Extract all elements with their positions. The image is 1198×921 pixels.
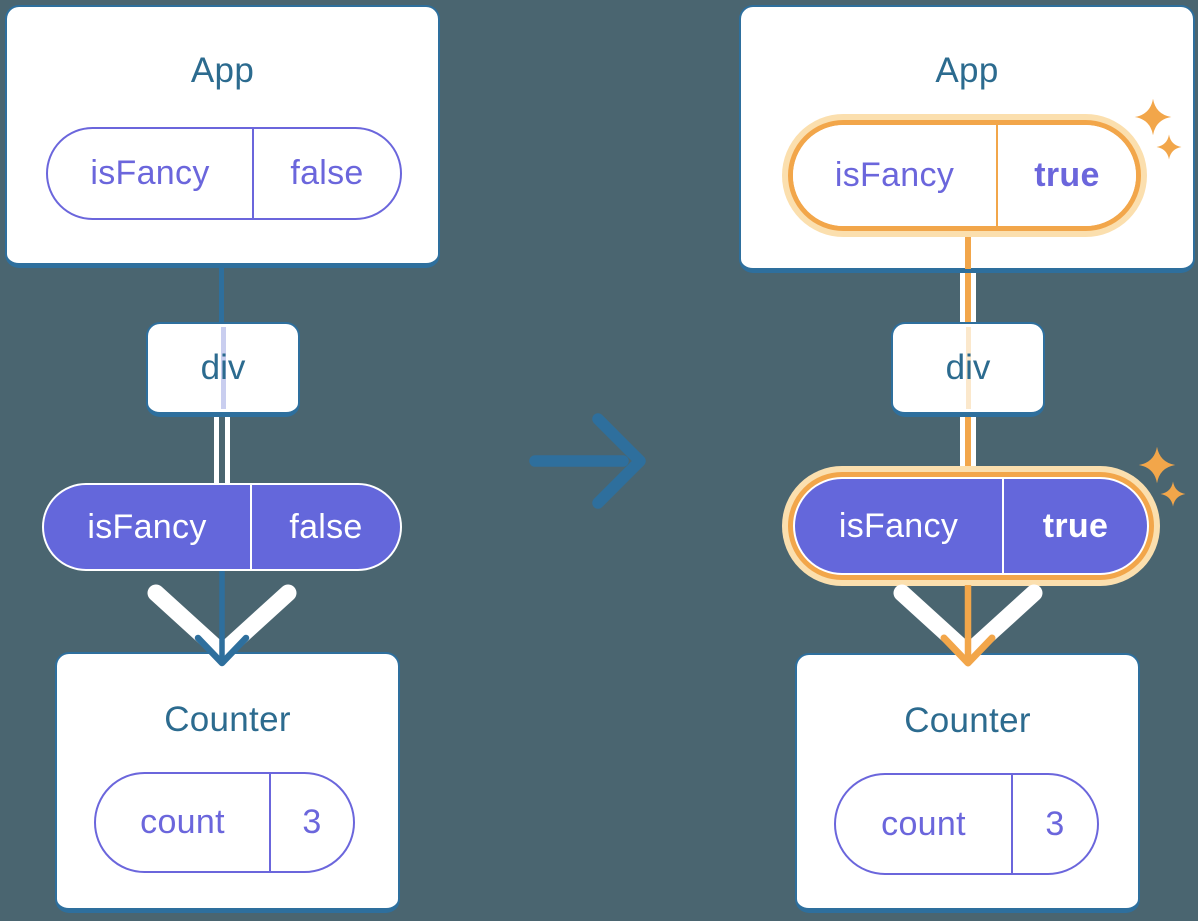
prop-name: isFancy: [90, 154, 210, 192]
counter-card: Counter count 3: [55, 652, 400, 913]
counter-card: Counter count 3: [795, 653, 1140, 913]
prop-pass-line: [965, 327, 971, 409]
component-title: Counter: [904, 701, 1031, 740]
highlight-ring: isFancy true: [782, 114, 1147, 237]
prop-value: false: [252, 129, 400, 218]
prop-flow-pipe-highlight: [960, 417, 976, 475]
prop-pill: isFancy false: [46, 127, 402, 220]
prop-name: isFancy: [834, 156, 955, 194]
sparkle-icon: [1156, 134, 1182, 160]
state-name: count: [881, 804, 966, 843]
prop-pass-line: [220, 327, 226, 409]
state-pill: count 3: [94, 772, 355, 873]
highlight-ring-inner: isFancy true: [788, 472, 1154, 580]
passed-prop-pill: isFancy false: [42, 483, 402, 571]
transition-arrow-icon: [529, 413, 646, 509]
element-label: div: [200, 348, 246, 387]
down-arrow-icon: [893, 584, 1043, 667]
element-label: div: [945, 348, 991, 387]
app-card: App isFancy true: [739, 5, 1195, 273]
prop-value: true: [1002, 479, 1147, 573]
sparkle-icon: [1160, 481, 1186, 507]
down-arrow-icon: [147, 571, 297, 667]
prop-name: isFancy: [838, 506, 959, 545]
sparkle-icon: [1134, 98, 1172, 136]
prop-flow-pipe-highlight: [960, 272, 976, 323]
prop-value: true: [996, 125, 1136, 226]
prop-flow-stub: [965, 235, 971, 269]
app-card: App isFancy false: [5, 5, 440, 268]
passed-prop-pill: isFancy true: [795, 479, 1147, 573]
highlight-ring-inner: isFancy true: [788, 120, 1141, 231]
component-title: Counter: [164, 700, 291, 739]
prop-flow-pipe: [214, 417, 230, 484]
state-value: 3: [269, 774, 353, 871]
state-value: 3: [1011, 775, 1097, 873]
component-title: App: [935, 51, 999, 90]
sparkle-icon: [1138, 446, 1176, 484]
div-card: div: [891, 322, 1045, 417]
highlight-ring: isFancy true: [782, 466, 1160, 586]
tree-edge-app-div: [219, 267, 224, 323]
prop-name: isFancy: [87, 507, 207, 546]
prop-value: false: [250, 485, 400, 569]
state-pill: count 3: [834, 773, 1099, 875]
div-card: div: [146, 322, 300, 417]
prop-pill: isFancy true: [793, 125, 1136, 226]
component-title: App: [190, 51, 255, 90]
state-name: count: [140, 803, 225, 841]
